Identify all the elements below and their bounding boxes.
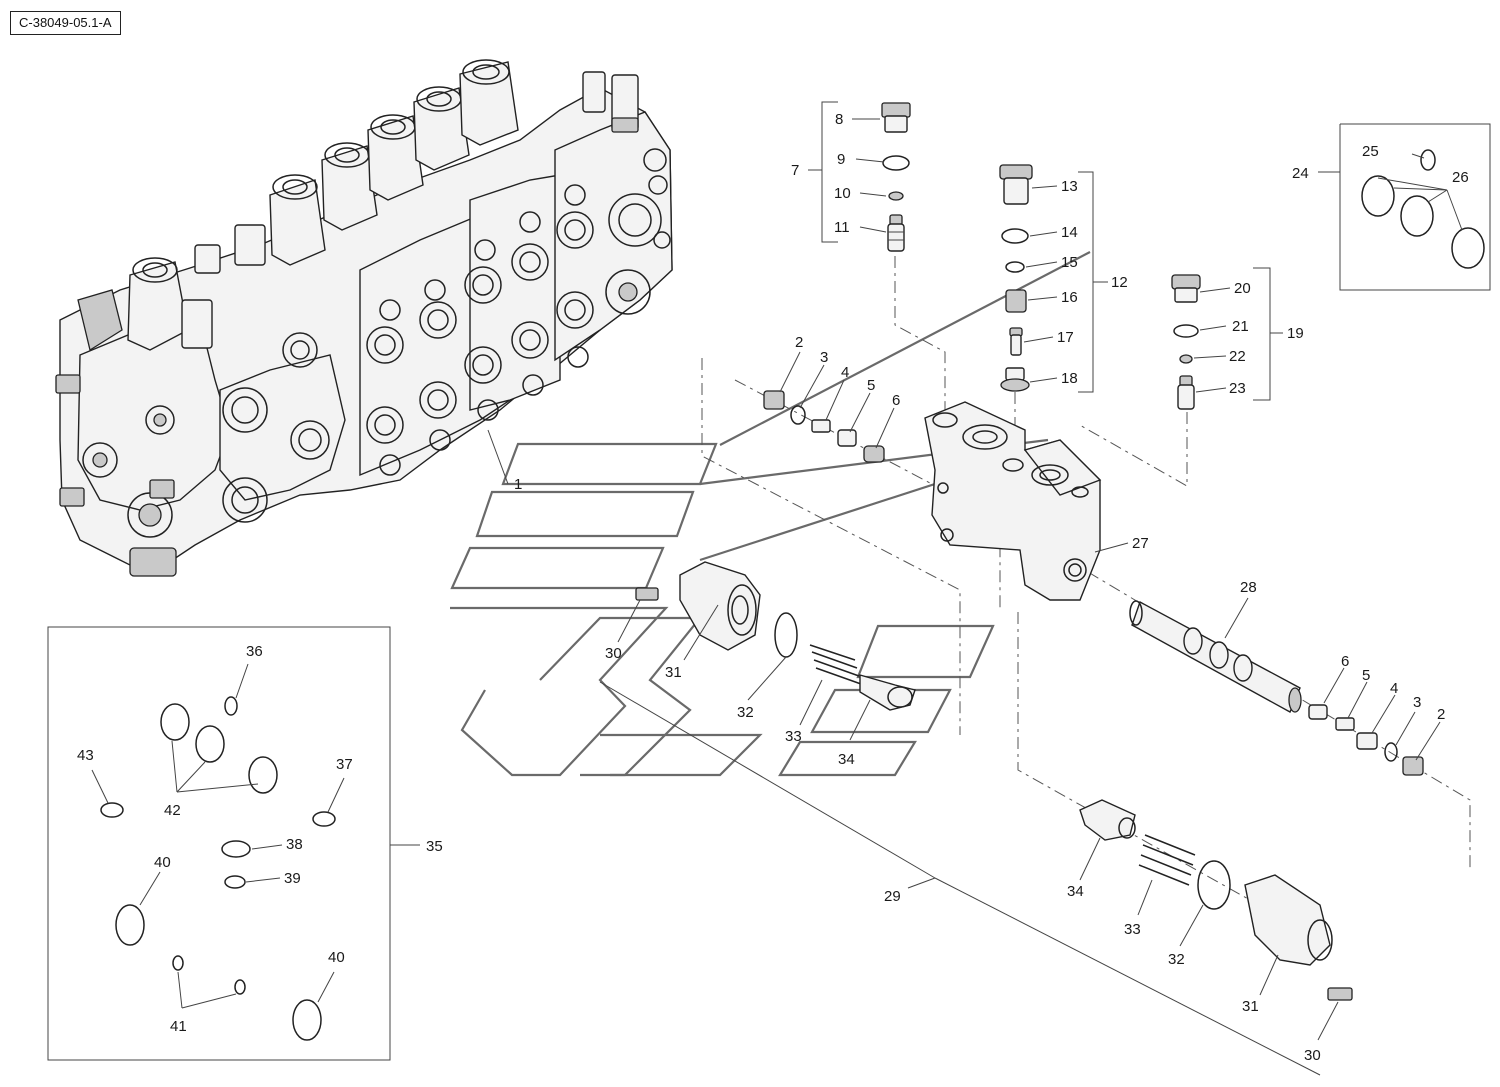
spool-28	[1129, 600, 1302, 713]
callout-5-right: 5	[1362, 667, 1370, 684]
callout-3: 3	[820, 349, 828, 366]
check-valve-parts-left	[763, 390, 885, 463]
callout-1: 1	[514, 476, 522, 493]
callout-12: 12	[1111, 274, 1128, 291]
callout-34-left: 34	[838, 751, 855, 768]
callout-39: 39	[284, 870, 301, 887]
callout-16: 16	[1061, 289, 1078, 306]
callout-23: 23	[1229, 380, 1246, 397]
callout-21: 21	[1232, 318, 1249, 335]
relief-valve-parts-7	[881, 102, 911, 252]
callout-35: 35	[426, 838, 443, 855]
callout-37: 37	[336, 756, 353, 773]
callout-28: 28	[1240, 579, 1257, 596]
callout-14: 14	[1061, 224, 1078, 241]
callout-27: 27	[1132, 535, 1149, 552]
callout-42: 42	[164, 802, 181, 819]
callout-15: 15	[1061, 254, 1078, 271]
callout-31-left: 31	[665, 664, 682, 681]
callout-31-right: 31	[1242, 998, 1259, 1015]
callout-6-right: 6	[1341, 653, 1349, 670]
callout-38: 38	[286, 836, 303, 853]
callout-19: 19	[1287, 325, 1304, 342]
relief-valve-parts-19	[1171, 274, 1201, 410]
callout-32-right: 32	[1168, 951, 1185, 968]
callout-30-left: 30	[605, 645, 622, 662]
callout-30-right: 30	[1304, 1047, 1321, 1064]
check-valve-parts-right	[1308, 704, 1424, 776]
callout-22: 22	[1229, 348, 1246, 365]
callout-10: 10	[834, 185, 851, 202]
callout-13: 13	[1061, 178, 1078, 195]
callout-3-right: 3	[1413, 694, 1421, 711]
callout-4-right: 4	[1390, 680, 1398, 697]
callout-20: 20	[1234, 280, 1251, 297]
callout-26: 26	[1452, 169, 1469, 186]
callout-25: 25	[1362, 143, 1379, 160]
leader-lines	[91, 101, 1463, 1076]
callout-18: 18	[1061, 370, 1078, 387]
callout-6: 6	[892, 392, 900, 409]
callout-2-right: 2	[1437, 706, 1445, 723]
seal-kit-24	[1339, 123, 1491, 291]
callout-7: 7	[791, 162, 799, 179]
callout-4: 4	[841, 364, 849, 381]
callout-8: 8	[835, 111, 843, 128]
callout-33-right: 33	[1124, 921, 1141, 938]
callout-40-bottom: 40	[328, 949, 345, 966]
callout-2: 2	[795, 334, 803, 351]
callout-40-top: 40	[154, 854, 171, 871]
callout-36: 36	[246, 643, 263, 660]
callout-43: 43	[77, 747, 94, 764]
relief-valve-parts-12	[999, 164, 1033, 392]
callout-34-right: 34	[1067, 883, 1084, 900]
callout-17: 17	[1057, 329, 1074, 346]
seal-kit-35-panel	[47, 626, 391, 1061]
valve-section-body-27	[924, 401, 1102, 601]
callout-29: 29	[884, 888, 901, 905]
control-valve-bank	[55, 59, 673, 577]
callout-32-left: 32	[737, 704, 754, 721]
callout-11: 11	[834, 219, 850, 236]
spring-cap-assembly-left	[635, 561, 916, 711]
callout-numbers: 1 2 3 4 5 6 7 8 9 10 11 12 13 14 15 16 1…	[77, 111, 1469, 1064]
callout-9: 9	[837, 151, 845, 168]
callout-5: 5	[867, 377, 875, 394]
callout-33-left: 33	[785, 728, 802, 745]
drawing-reference-code: C-38049-05.1-A	[10, 11, 121, 35]
spring-cap-assembly-right	[1079, 799, 1353, 1001]
callout-41: 41	[170, 1018, 187, 1035]
callout-24: 24	[1292, 165, 1309, 182]
